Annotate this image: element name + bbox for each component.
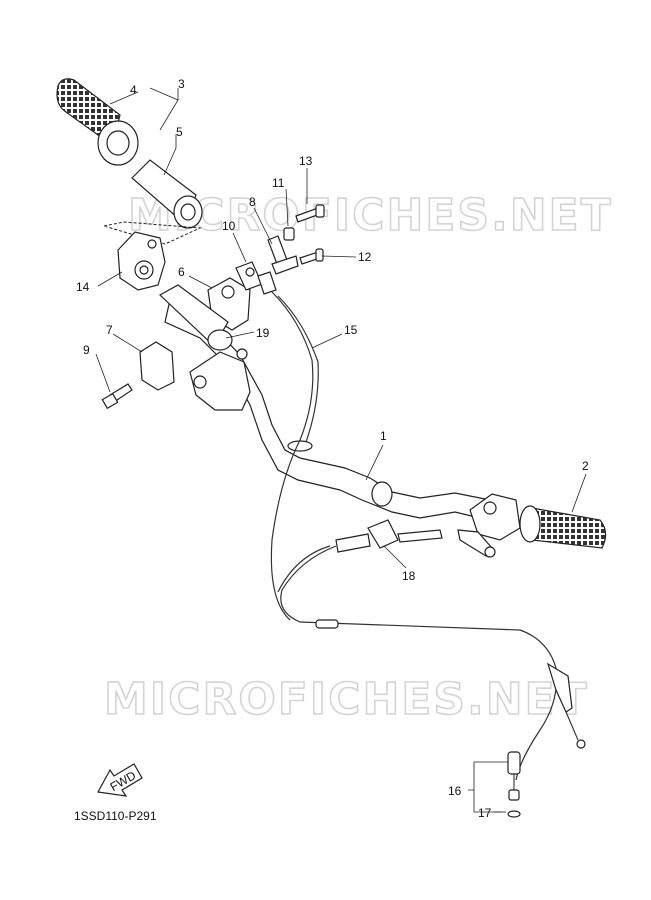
lever-holder — [189, 348, 251, 411]
cable-adjuster-10 — [235, 261, 277, 295]
cable-adjuster-18 — [335, 519, 443, 553]
watermark-bottom: MICROFICHES.NET — [104, 674, 589, 725]
clutch-cable — [280, 545, 558, 781]
fwd-arrow-icon: FWD — [97, 763, 143, 797]
bolt-12 — [299, 248, 324, 265]
callout-11: 11 — [272, 176, 285, 190]
callout-14: 14 — [76, 280, 90, 294]
throttle-cable — [270, 291, 314, 621]
callout-1: 1 — [380, 429, 387, 443]
right-grip — [519, 505, 607, 549]
leader-lines — [95, 87, 587, 813]
callout-17: 17 — [478, 806, 492, 820]
cable-end-upper — [315, 619, 586, 749]
callout-8: 8 — [249, 195, 256, 209]
bolt-9 — [101, 383, 133, 410]
callout-19: 19 — [256, 326, 270, 340]
callout-6: 6 — [178, 265, 185, 279]
callout-12: 12 — [358, 250, 372, 264]
callout-5: 5 — [176, 125, 183, 139]
throttle-housing — [117, 231, 166, 291]
bolt-13 — [295, 204, 325, 223]
cable-end-lower — [507, 751, 521, 818]
callout-16: 16 — [448, 784, 462, 798]
o-ring-17 — [507, 810, 521, 818]
nut-11 — [283, 227, 295, 241]
callout-10: 10 — [222, 219, 236, 233]
diagram-code: 1SSD110-P291 — [74, 809, 157, 823]
left-grip — [56, 78, 139, 166]
callout-7: 7 — [106, 323, 113, 337]
callout-4: 4 — [130, 83, 137, 97]
adjuster-8 — [267, 235, 299, 275]
callouts: 1 2 3 4 5 6 7 8 9 10 11 12 13 14 15 16 1… — [76, 77, 589, 820]
throttle-tube — [131, 159, 203, 229]
callout-3: 3 — [178, 77, 185, 91]
clamp-lower — [139, 341, 175, 391]
clutch-perch — [457, 493, 521, 558]
callout-15: 15 — [344, 323, 358, 337]
callout-2: 2 — [582, 459, 589, 473]
bar-sleeve — [158, 284, 233, 351]
callout-9: 9 — [83, 343, 90, 357]
watermark-top: MICROFICHES.NET — [128, 190, 613, 241]
callout-13: 13 — [299, 154, 313, 168]
callout-18: 18 — [402, 569, 416, 583]
